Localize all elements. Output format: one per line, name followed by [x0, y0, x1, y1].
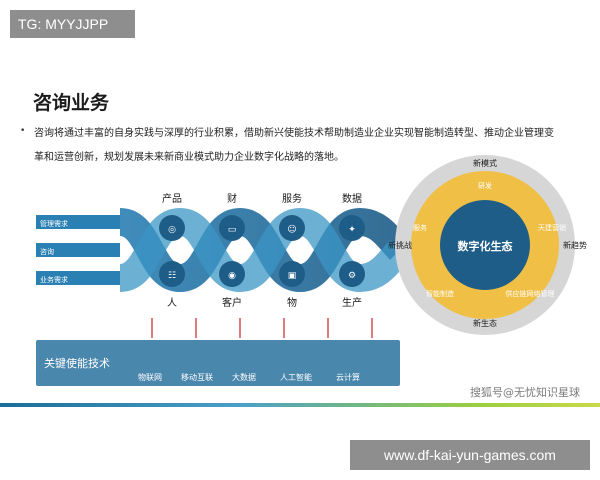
outer-label-left: 新挑战 — [388, 240, 412, 250]
enabling-tech-bar — [36, 340, 400, 386]
finance-icon — [219, 215, 245, 241]
band-consulting — [36, 243, 120, 257]
bottom-label-people: 人 — [167, 297, 177, 309]
tech-cloud: 云计算 — [336, 372, 360, 382]
customer-icon — [219, 261, 245, 287]
top-icons: ◎ ▭ ☺ ✦ — [159, 215, 365, 241]
outer-label-bottom: 新生态 — [473, 318, 497, 328]
bullet-dot: • — [20, 126, 26, 136]
svg-text:✦: ✦ — [348, 225, 356, 235]
double-arrows — [151, 318, 373, 338]
bottom-label-object: 物 — [287, 296, 297, 309]
svg-text:◉: ◉ — [228, 271, 236, 281]
tech-mobile: 移动互联 — [181, 372, 213, 382]
band-label-management: 管理需求 — [40, 219, 68, 228]
tech-bigdata: 大数据 — [232, 372, 256, 382]
ecosystem-center-label: 数字化生态 — [458, 239, 513, 253]
tech-ai: 人工智能 — [280, 372, 312, 382]
top-label-finance: 财 — [227, 192, 237, 205]
tech-iot: 物联网 — [138, 372, 162, 382]
ecosystem-center — [440, 200, 530, 290]
inner-label-3: 供应链网络管理 — [506, 289, 555, 298]
outer-label-top: 新模式 — [473, 158, 497, 168]
top-label-service: 服务 — [282, 192, 302, 205]
band-management — [36, 215, 120, 229]
outer-label-right: 新趋势 — [563, 240, 587, 250]
inner-label-5: 服务 — [413, 223, 427, 232]
svg-text:▣: ▣ — [288, 271, 297, 281]
svg-text:☺: ☺ — [287, 224, 296, 235]
watermark: 搜狐号@无忧知识星球 — [470, 386, 580, 399]
url-badge: www.df-kai-yun-games.com — [350, 440, 590, 470]
band-business — [36, 271, 120, 285]
enabling-tech-label: 关键使能技术 — [44, 356, 110, 370]
top-label-data: 数据 — [342, 192, 362, 205]
svg-text:⚙: ⚙ — [348, 271, 356, 281]
people-icon — [159, 261, 185, 287]
consulting-diagram: 管理需求 咨询 业务需求 ◎ ▭ ☺ ✦ ☷ ◉ ▣ ⚙ 产品 财 服务 数据 … — [36, 155, 587, 386]
inner-label-4: 智能制造 — [426, 289, 454, 298]
product-icon — [159, 215, 185, 241]
band-group: 管理需求 咨询 业务需求 — [36, 215, 120, 285]
production-icon — [339, 261, 365, 287]
inner-label-2: 天建营销 — [538, 223, 566, 232]
object-icon — [279, 261, 305, 287]
bottom-icons: ☷ ◉ ▣ ⚙ — [159, 261, 365, 287]
page-title: 咨询业务 — [33, 92, 110, 114]
svg-text:▭: ▭ — [228, 225, 237, 235]
bottom-gradient-line — [0, 403, 600, 407]
bottom-label-production: 生产 — [342, 296, 362, 309]
tg-badge: TG: MYYJJPP — [10, 10, 135, 38]
band-label-consulting: 咨询 — [40, 247, 54, 256]
bottom-label-customer: 客户 — [222, 296, 242, 309]
svg-text:☷: ☷ — [168, 271, 176, 281]
top-label-product: 产品 — [162, 192, 182, 205]
svg-text:◎: ◎ — [168, 225, 176, 235]
band-label-business: 业务需求 — [40, 275, 68, 284]
service-icon — [279, 215, 305, 241]
inner-label-1: 研发 — [478, 181, 492, 190]
intro-text: 咨询将通过丰富的自身实践与深厚的行业积累，借助新兴使能技术帮助制造业企业实现智能… — [34, 128, 554, 163]
data-icon — [339, 215, 365, 241]
